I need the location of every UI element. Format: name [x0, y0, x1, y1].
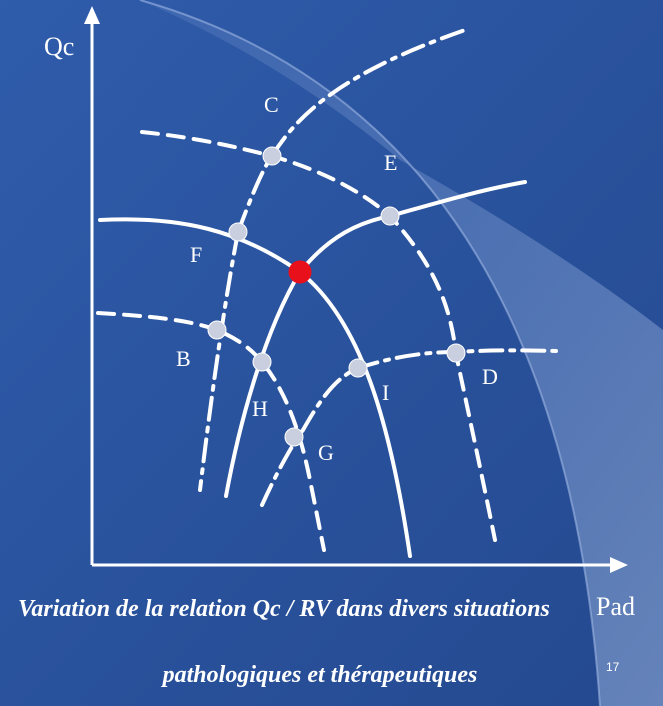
- label-c: C: [264, 92, 279, 117]
- y-axis-label: Qc: [44, 32, 75, 61]
- point-g: [284, 427, 304, 447]
- point-e: [380, 206, 400, 226]
- curve-solid-h-red-e: [224, 180, 527, 498]
- decorative-arc-line: [139, 0, 601, 706]
- x-axis-arrow: [610, 557, 628, 573]
- label-i: I: [382, 380, 390, 405]
- point-i: [348, 358, 368, 378]
- label-g: G: [318, 440, 334, 465]
- curve-dashed-b-h-g: [96, 311, 326, 552]
- points: [207, 146, 466, 447]
- label-h: H: [252, 396, 268, 421]
- point-c: [262, 146, 282, 166]
- x-axis-label: Pad: [596, 592, 635, 621]
- curve-dashdot-f: [198, 230, 240, 492]
- point-f: [228, 222, 248, 242]
- point-b: [207, 320, 227, 340]
- caption-line-1: Variation de la relation Qc / RV dans di…: [18, 596, 550, 622]
- y-axis-arrow: [84, 6, 100, 24]
- axes: [84, 6, 628, 573]
- caption-line-2: pathologiques et thérapeutiques: [162, 662, 478, 688]
- point-red-equilibrium: [288, 260, 312, 284]
- label-b: B: [176, 346, 191, 371]
- curve-dashdot-c: [236, 28, 467, 234]
- point-h: [252, 352, 272, 372]
- point-d: [446, 343, 466, 363]
- decorative-swoosh: [140, 0, 663, 706]
- slide-number: 17: [606, 660, 620, 674]
- label-d: D: [482, 364, 498, 389]
- label-e: E: [384, 150, 398, 175]
- label-f: F: [190, 242, 203, 267]
